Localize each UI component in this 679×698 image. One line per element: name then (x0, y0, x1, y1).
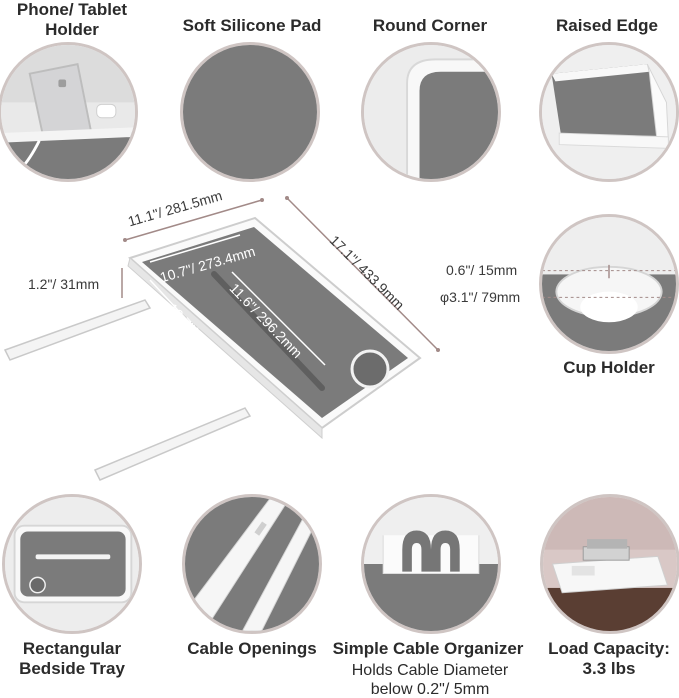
cable-organizer-illustration (364, 497, 498, 631)
tray-leg-left (3, 299, 152, 361)
feature-title-load-capacity: Load Capacity: 3.3 lbs (548, 639, 670, 678)
cable-organizer-photo (361, 494, 501, 634)
cup-holder-title: Cup Holder (563, 358, 655, 377)
cable-openings-illustration (185, 497, 319, 631)
cup-holder-diameter: φ3.1"/ 79mm (440, 289, 521, 305)
round-corner-photo (361, 42, 501, 182)
tray-photo (2, 494, 142, 634)
silicone-pad-illustration (183, 45, 317, 179)
cable-openings-photo (182, 494, 322, 634)
raised-edge-photo (539, 42, 679, 182)
raised-edge-illustration (542, 45, 676, 179)
feature-title-round-corner: Round Corner (372, 16, 488, 35)
tray-cup-holder (350, 349, 390, 389)
tray-pad (142, 227, 408, 418)
feature-title-soft-silicone-pad: Soft Silicone Pad (182, 16, 322, 35)
tray-leg-right (93, 407, 252, 481)
tablet-holder-photo (0, 42, 138, 182)
feature-title-rectangular-tray: Rectangular Bedside Tray (19, 639, 125, 678)
round-corner-illustration (364, 45, 498, 179)
tray-dimension-diagram (3, 196, 440, 481)
tray-phone-slot (211, 271, 325, 391)
feature-title-phone-tablet-holder: Phone/ Tablet Holder (16, 0, 128, 39)
feature-title-cable-openings: Cable Openings (187, 639, 317, 658)
feature-title-raised-edge: Raised Edge (555, 16, 659, 35)
load-capacity-illustration (543, 497, 677, 631)
rectangular-tray-illustration (5, 497, 139, 631)
feature-title-simple-cable-organizer: Simple Cable Organizer (332, 639, 524, 658)
dimension-edge-height: 1.2"/ 31mm (28, 276, 100, 292)
load-capacity-photo (540, 494, 679, 634)
silicone-pad-photo (180, 42, 320, 182)
cup-holder-illustration (542, 217, 676, 351)
feature-subtitle-cable-organizer: Holds Cable Diameter below 0.2"/ 5mm (351, 662, 509, 698)
tablet-holder-illustration (1, 45, 135, 179)
cup-holder-depth: 0.6"/ 15mm (446, 262, 518, 278)
cup-holder-photo (539, 214, 679, 354)
